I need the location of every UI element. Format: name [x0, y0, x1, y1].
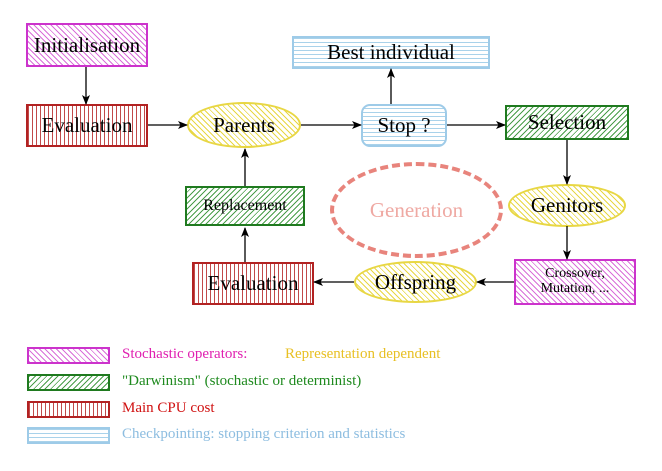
node-genitors-label: Genitors [530, 193, 604, 218]
node-replacement-label: Replacement [203, 196, 287, 214]
node-generation-label: Generation [369, 197, 464, 222]
legend-label-representation: Representation dependent [285, 346, 441, 362]
node-selection-label: Selection [527, 110, 607, 135]
legend-label-checkpointing: Checkpointing: stopping criterion and st… [122, 426, 406, 442]
node-crossover-line2: Mutation, ... [540, 281, 610, 296]
legend-swatch-cpu [27, 401, 110, 418]
node-initialisation-label: Initialisation [33, 32, 141, 57]
node-crossover-mutation[interactable]: Crossover, Mutation, ... [514, 259, 636, 305]
node-crossover-line1: Crossover, [545, 266, 605, 282]
node-evaluation-top[interactable]: Evaluation [26, 104, 148, 147]
legend-label-stochastic: Stochastic operators: [122, 346, 248, 362]
node-parents[interactable]: Parents [187, 102, 301, 148]
node-generation: Generation [330, 162, 503, 258]
legend-swatch-darwinism [27, 374, 110, 391]
node-offspring-label: Offspring [374, 269, 457, 294]
node-parents-label: Parents [213, 112, 275, 137]
node-offspring[interactable]: Offspring [354, 261, 477, 303]
node-stop[interactable]: Stop ? [361, 104, 447, 147]
node-evaluation-bottom[interactable]: Evaluation [192, 262, 314, 305]
node-replacement[interactable]: Replacement [185, 186, 305, 226]
legend-label-darwinism: "Darwinism" (stochastic or determinist) [122, 373, 362, 389]
node-genitors[interactable]: Genitors [508, 184, 626, 227]
node-evaluation-bottom-label: Evaluation [207, 271, 299, 296]
node-stop-label: Stop ? [377, 113, 431, 138]
node-initialisation[interactable]: Initialisation [26, 23, 148, 67]
node-best-individual-label: Best individual [327, 40, 455, 65]
node-evaluation-top-label: Evaluation [41, 113, 133, 138]
legend-swatch-stochastic [27, 347, 110, 364]
legend-swatch-checkpointing [27, 427, 110, 444]
legend-label-cpu: Main CPU cost [122, 400, 215, 416]
node-best-individual[interactable]: Best individual [292, 36, 490, 69]
node-selection[interactable]: Selection [505, 105, 629, 140]
